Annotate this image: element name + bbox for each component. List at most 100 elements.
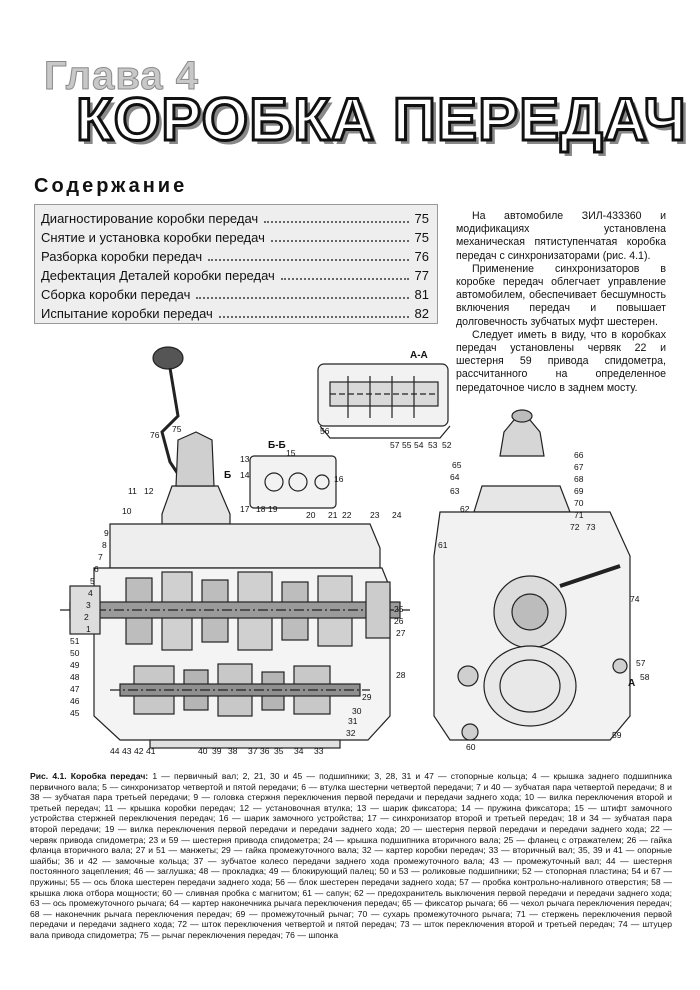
- toc-heading: Содержание: [34, 175, 188, 197]
- callout-number: 70: [574, 498, 584, 508]
- callout-number: 3: [86, 600, 91, 610]
- callout-number: 34: [294, 746, 304, 756]
- callout-number: 60: [466, 742, 476, 752]
- toc-item[interactable]: Диагностирование коробки передач 75: [41, 209, 429, 228]
- callout-number: 7: [98, 552, 103, 562]
- callout-number: 13: [240, 454, 250, 464]
- callout-number: 12: [144, 486, 154, 496]
- callout-number: 33: [314, 746, 324, 756]
- figure-caption: Рис. 4.1. Коробка передач: 1 — первичный…: [30, 771, 672, 941]
- callout-number: 71: [574, 510, 584, 520]
- callout-number: 43: [122, 746, 132, 756]
- callout-number: 69: [574, 486, 584, 496]
- callout-number: 75: [172, 424, 182, 434]
- callout-number: 65: [452, 460, 462, 470]
- callout-number: 53: [428, 440, 438, 450]
- callout-number: 35: [274, 746, 284, 756]
- callout-number: 26: [394, 616, 404, 626]
- toc-item-title: Диагностирование коробки передач: [41, 211, 259, 226]
- toc-leader: [218, 316, 409, 318]
- callout-number: 16: [334, 474, 344, 484]
- intro-text: На автомобиле ЗИЛ-433360 и модификациях …: [456, 210, 666, 395]
- callout-number: 30: [352, 706, 362, 716]
- callout-number: 44: [110, 746, 120, 756]
- caption-lead: Рис. 4.1. Коробка передач:: [30, 771, 149, 781]
- toc-item-page: 75: [414, 211, 429, 226]
- callout-number: 59: [612, 730, 622, 740]
- callout-number: 62: [460, 504, 470, 514]
- toc-item-page: 82: [414, 306, 429, 321]
- callout-number: 57: [636, 658, 646, 668]
- callout-number: 11: [128, 486, 137, 496]
- toc-item[interactable]: Снятие и установка коробки передач 75: [41, 228, 429, 247]
- callout-number: 47: [70, 684, 80, 694]
- callout-number: 66: [574, 450, 584, 460]
- section-label-b: Б: [224, 470, 231, 481]
- callout-number: 72: [570, 522, 580, 532]
- callout-number: 49: [70, 660, 80, 670]
- callout-number: 5: [90, 576, 95, 586]
- intro-paragraph: На автомобиле ЗИЛ-433360 и модификациях …: [456, 210, 666, 262]
- callout-number: 63: [450, 486, 460, 496]
- toc-item-page: 81: [414, 287, 429, 302]
- callout-number: 20: [306, 510, 316, 520]
- callout-number: 76: [150, 430, 160, 440]
- callout-number: 56: [320, 426, 330, 436]
- callout-number: 36: [260, 746, 270, 756]
- callout-number: 58: [640, 672, 650, 682]
- toc-item-title: Дефектация Деталей коробки передач: [41, 268, 275, 283]
- callout-number: 68: [574, 474, 584, 484]
- toc-item-title: Сборка коробки передач: [41, 287, 191, 302]
- callout-number: 74: [630, 594, 640, 604]
- toc-leader: [208, 259, 409, 261]
- section-label-bb: Б-Б: [268, 440, 286, 451]
- toc-leader: [270, 240, 409, 242]
- callout-number: 9: [104, 528, 109, 538]
- callout-number: 64: [450, 472, 460, 482]
- callout-number: 45: [70, 708, 80, 718]
- callout-number: 57: [390, 440, 400, 450]
- callout-number: 2: [84, 612, 89, 622]
- callout-number: 21: [328, 510, 338, 520]
- callout-number: 55: [402, 440, 412, 450]
- callout-number: 67: [574, 462, 584, 472]
- gearbox-linework: [60, 346, 631, 749]
- callout-number: 41: [146, 746, 156, 756]
- toc-item-page: 75: [414, 230, 429, 245]
- callout-number: 25: [394, 604, 404, 614]
- callout-number: 10: [122, 506, 132, 516]
- section-label-a: А: [628, 678, 635, 689]
- toc-leader: [264, 221, 409, 223]
- callout-number: 61: [438, 540, 448, 550]
- callout-number: 52: [442, 440, 452, 450]
- callout-number: 40: [198, 746, 208, 756]
- callout-number: 19: [268, 504, 278, 514]
- callout-number: 14: [240, 470, 250, 480]
- callout-number: 28: [396, 670, 406, 680]
- toc-leader: [196, 297, 409, 299]
- callout-number: 37: [248, 746, 258, 756]
- callout-number: 1: [86, 624, 91, 634]
- toc-leader: [280, 278, 409, 280]
- callout-number: 42: [134, 746, 144, 756]
- section-labels: А-А Б-Б Б А: [224, 350, 635, 689]
- callout-number: 38: [228, 746, 238, 756]
- callout-number: 54: [414, 440, 424, 450]
- callout-number: 73: [586, 522, 596, 532]
- callout-number: 4: [88, 588, 93, 598]
- intro-paragraph: Применение синхронизаторов в коробке пер…: [456, 262, 666, 328]
- callout-number: 15: [286, 448, 296, 458]
- toc-item-title: Разборка коробки передач: [41, 249, 203, 264]
- callout-number: 31: [348, 716, 358, 726]
- chapter-label: Глава 4: [43, 54, 200, 98]
- callout-number: 27: [396, 628, 406, 638]
- toc-item[interactable]: Сборка коробки передач 81: [41, 285, 429, 304]
- toc-item-page: 77: [414, 268, 429, 283]
- toc-item-title: Снятие и установка коробки передач: [41, 230, 265, 245]
- callout-number: 23: [370, 510, 380, 520]
- toc-item[interactable]: Дефектация Деталей коробки передач 77: [41, 266, 429, 285]
